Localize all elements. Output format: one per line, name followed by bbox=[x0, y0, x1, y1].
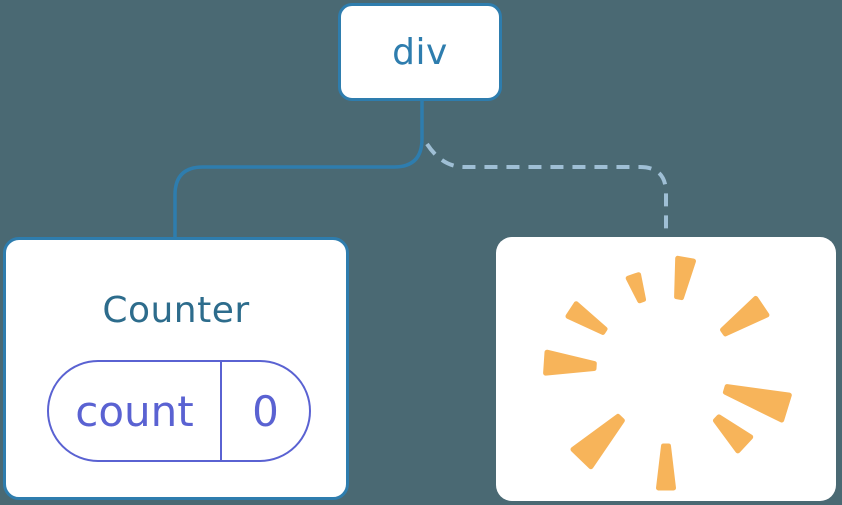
poof-burst-icon bbox=[543, 255, 792, 491]
spark bbox=[625, 272, 646, 304]
state-pill: count 0 bbox=[47, 360, 311, 462]
spark bbox=[722, 384, 792, 423]
tree-node-destroyed bbox=[496, 237, 836, 501]
connector-solid-div-to-counter bbox=[173, 101, 424, 238]
spark bbox=[656, 443, 676, 491]
spark bbox=[565, 301, 608, 335]
spark bbox=[570, 413, 625, 470]
state-value: 0 bbox=[220, 362, 309, 460]
spark bbox=[674, 255, 696, 301]
div-node-label: div bbox=[392, 31, 448, 73]
tree-node-counter: Counter count 0 bbox=[3, 237, 349, 500]
spark bbox=[713, 414, 754, 454]
state-key: count bbox=[75, 386, 194, 436]
connector-dashed-div-to-destroyed bbox=[425, 142, 668, 238]
spark bbox=[720, 295, 770, 337]
spark bbox=[543, 349, 597, 376]
tree-node-div: div bbox=[338, 3, 502, 101]
counter-title: Counter bbox=[102, 290, 250, 331]
